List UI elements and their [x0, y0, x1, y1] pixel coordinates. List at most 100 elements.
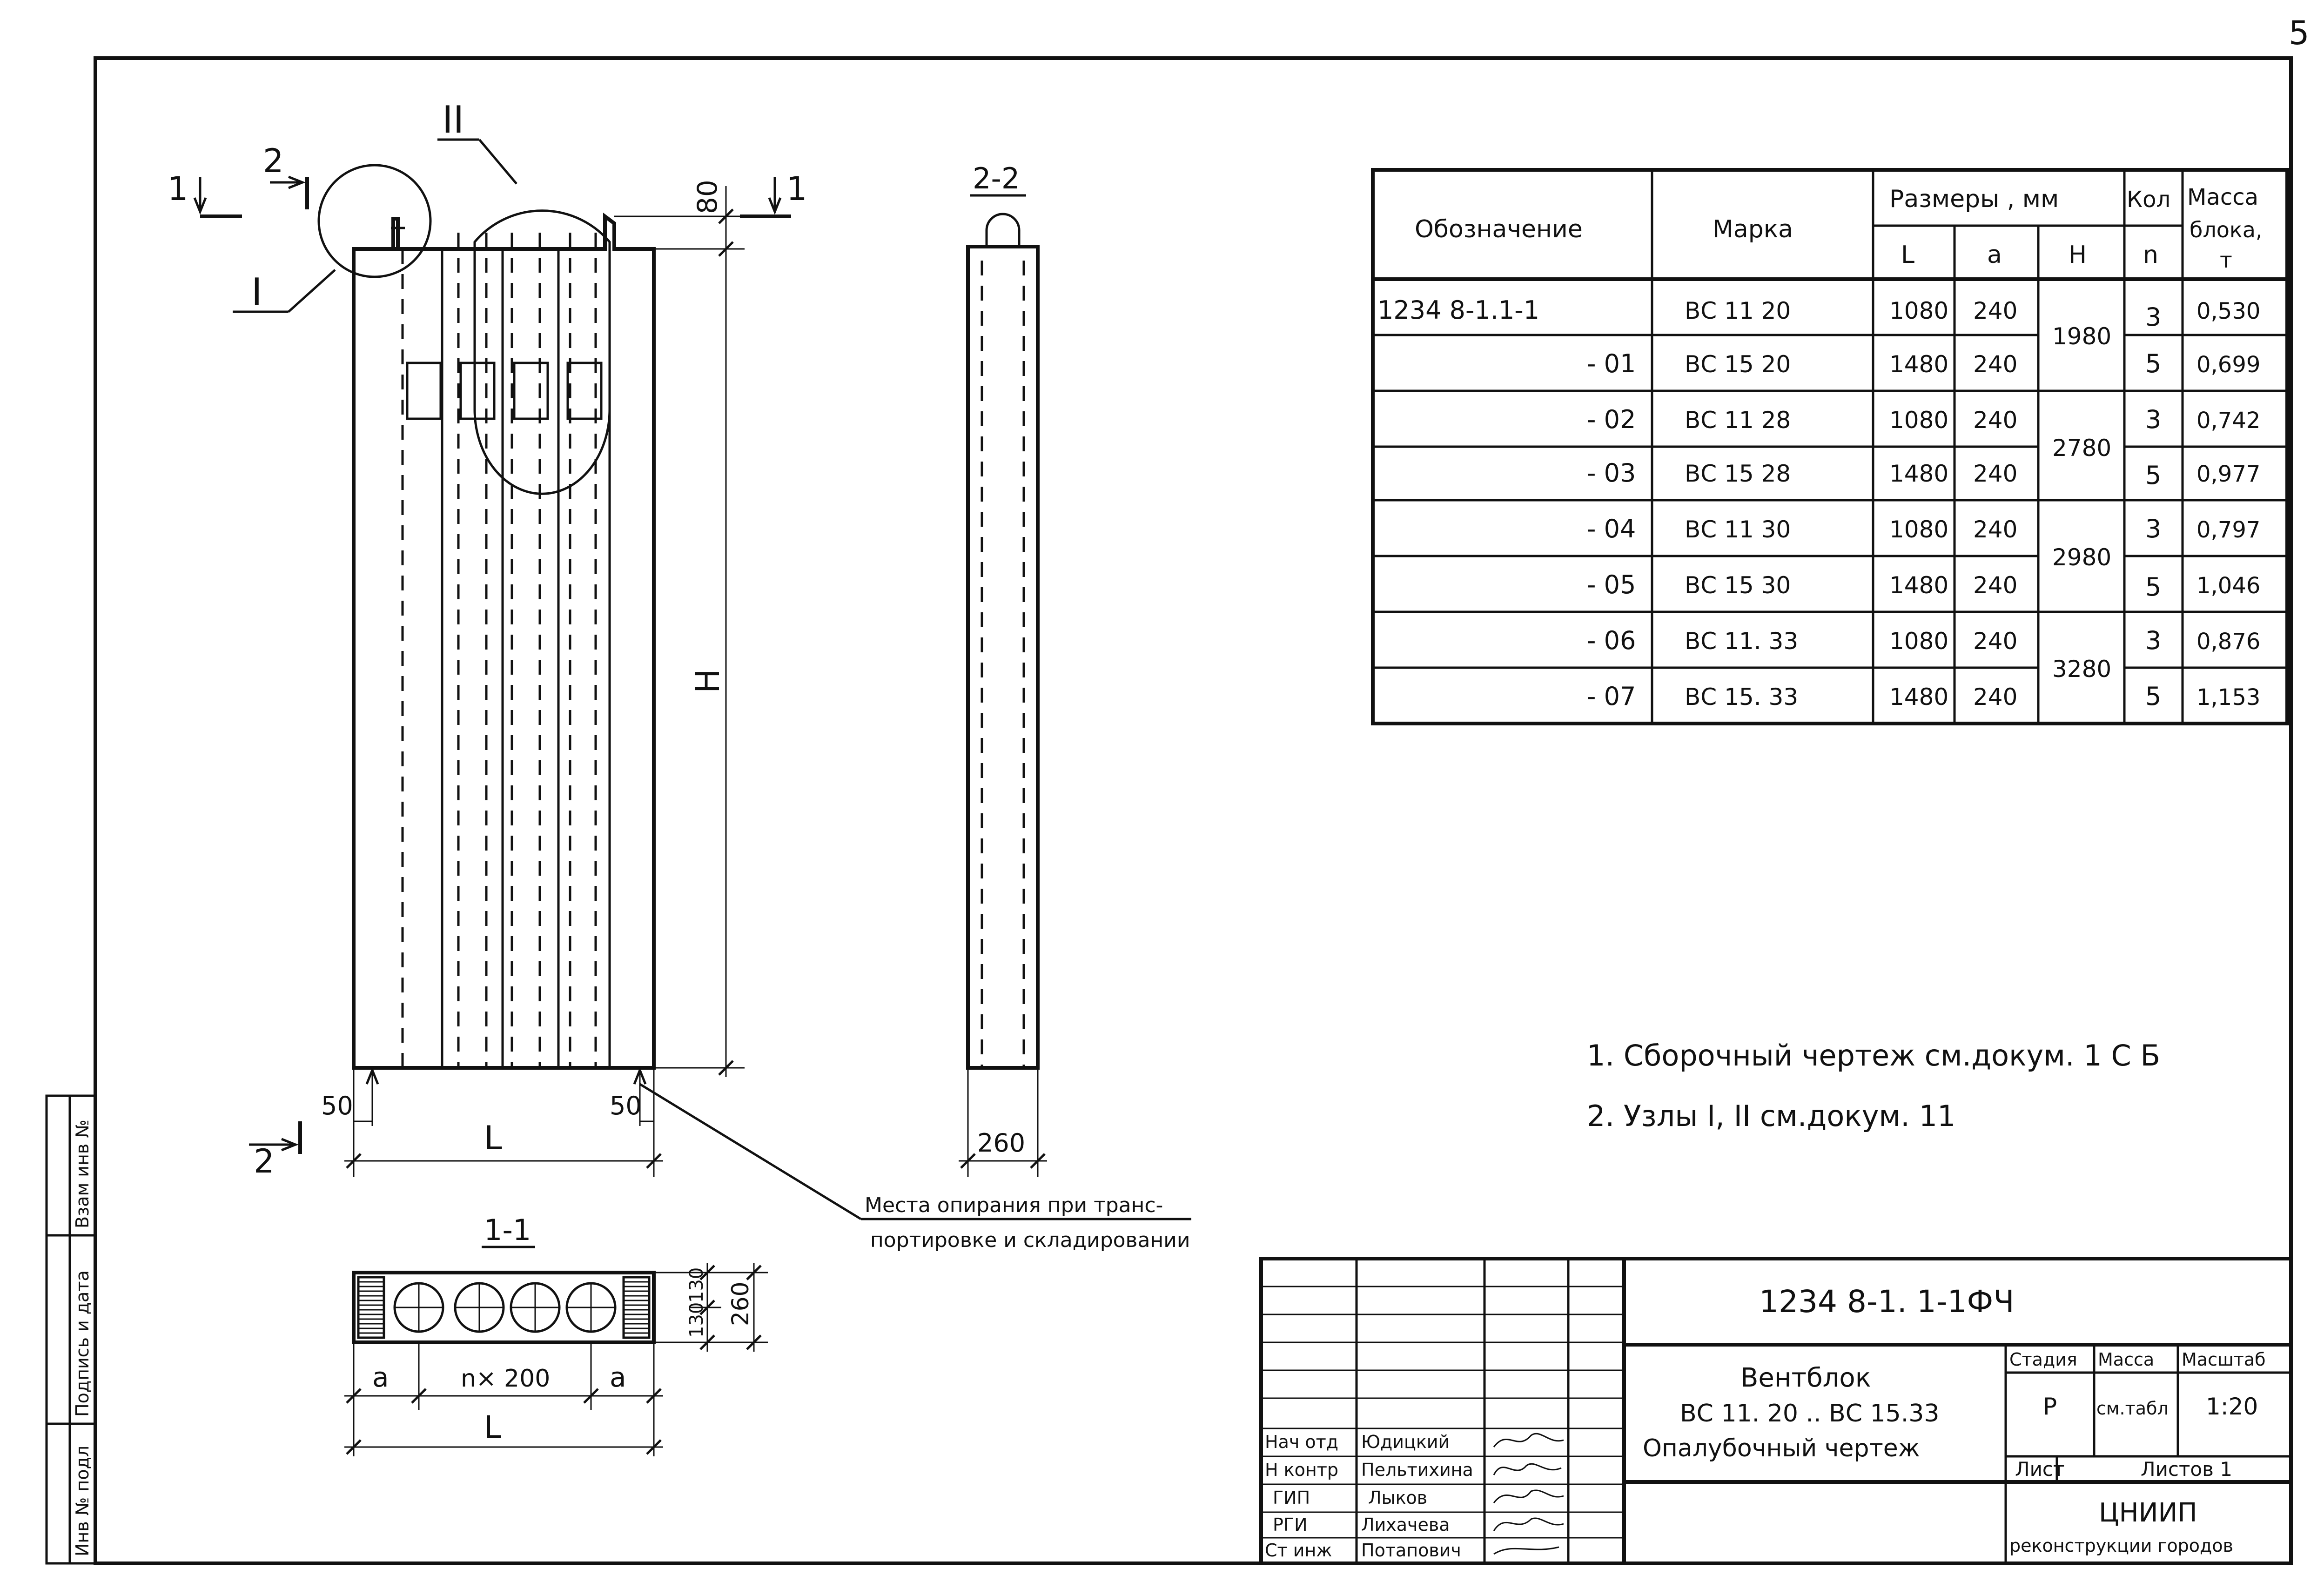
scale-label: Масштаб	[2182, 1349, 2266, 1370]
svg-text:1480: 1480	[1889, 572, 1948, 599]
title-name-2: ВС 11. 20 .. ВС 15.33	[1680, 1400, 1939, 1427]
cut-1-left-label: 1	[168, 170, 188, 208]
svg-text:1,153: 1,153	[2196, 684, 2260, 710]
section-2-2: 2-2 260	[959, 161, 1047, 1177]
support-note-line2: портировке и складировании	[870, 1228, 1190, 1252]
svg-text:240: 240	[1973, 628, 2017, 655]
svg-text:РГИ: РГИ	[1273, 1515, 1308, 1535]
support-note-line1: Места опирания при транс-	[865, 1193, 1163, 1217]
svg-text:- 05: - 05	[1587, 570, 1636, 599]
svg-text:Нач отд: Нач отд	[1265, 1432, 1338, 1452]
th-n: n	[2143, 241, 2158, 269]
sheets-label: Листов 1	[2141, 1458, 2232, 1481]
table-row: - 07 ВС 15. 33 1480 240 5 1,153	[1587, 682, 2260, 711]
svg-text:ВС 11. 33: ВС 11. 33	[1685, 628, 1798, 655]
node-1-label: I	[251, 270, 262, 314]
svg-text:5: 5	[2145, 682, 2161, 711]
svg-text:0,530: 0,530	[2196, 298, 2260, 324]
svg-text:- 06: - 06	[1587, 626, 1636, 655]
dim-a-left: a	[372, 1361, 389, 1393]
th-mass-unit: т	[2220, 248, 2232, 273]
stamp-sign-date: Подпись и дата	[72, 1270, 93, 1417]
svg-text:0,977: 0,977	[2196, 461, 2260, 487]
page-number: 5	[2289, 14, 2310, 52]
dim-80: 80	[692, 180, 723, 214]
svg-text:0,876: 0,876	[2196, 629, 2260, 655]
svg-text:5: 5	[2145, 461, 2161, 490]
svg-text:ВС 11 30: ВС 11 30	[1685, 516, 1791, 543]
svg-text:Пельтихина: Пельтихина	[1361, 1460, 1473, 1480]
svg-text:ГИП: ГИП	[1273, 1488, 1310, 1508]
th-mass: Масса	[2187, 184, 2258, 210]
h-group-4: 3280	[2052, 656, 2111, 683]
svg-text:0,797: 0,797	[2196, 517, 2260, 543]
svg-text:0,742: 0,742	[2196, 408, 2260, 434]
svg-text:ВС 15 20: ВС 15 20	[1685, 351, 1791, 378]
table-row: - 03 ВС 15 28 1480 240 5 0,977	[1587, 458, 2260, 490]
th-sizes: Размеры , мм	[1889, 185, 2059, 213]
svg-text:3: 3	[2145, 626, 2161, 655]
dim-a-right: a	[610, 1361, 626, 1393]
sheet-frame	[94, 56, 2293, 1565]
dim-50-right: 50	[610, 1091, 642, 1120]
title-name-1: Вентблок	[1740, 1363, 1871, 1393]
stamp-replace: Взам инв №	[72, 1119, 93, 1228]
svg-text:ВС 15 28: ВС 15 28	[1685, 460, 1791, 487]
doc-code: 1234 8-1. 1-1ФЧ	[1759, 1284, 2015, 1320]
svg-text:Потапович: Потапович	[1361, 1540, 1461, 1561]
mass-value: см.табл	[2096, 1398, 2169, 1419]
th-mass2: блока,	[2190, 217, 2263, 242]
svg-text:1480: 1480	[1889, 684, 1948, 710]
svg-text:- 07: - 07	[1587, 682, 1636, 711]
table-row: 1234 8-1.1-1 ВС 11 20 1080 240 3 0,530	[1377, 295, 2260, 332]
svg-text:ВС 11 28: ВС 11 28	[1685, 407, 1791, 434]
svg-text:240: 240	[1973, 297, 2017, 324]
dim-260-section: 260	[727, 1282, 754, 1326]
note-1: 1. Сборочный чертеж см.докум. 1 С Б	[1587, 1039, 2160, 1072]
dim-l-section: L	[484, 1409, 501, 1445]
svg-text:3: 3	[2145, 405, 2161, 434]
svg-text:Ст инж: Ст инж	[1265, 1540, 1332, 1561]
signature-marks	[1493, 1433, 1564, 1555]
spec-table: Обозначение Марка Размеры , мм L a H Кол…	[1371, 168, 2289, 725]
svg-text:1080: 1080	[1889, 407, 1948, 434]
th-l: L	[1901, 241, 1914, 269]
dim-50-left: 50	[321, 1091, 353, 1120]
front-dimensions: 80 H L 50 50	[321, 180, 1191, 1220]
svg-text:1,046: 1,046	[2196, 573, 2260, 599]
table-row: - 06 ВС 11. 33 1080 240 3 0,876	[1587, 626, 2260, 655]
th-qty: Кол	[2127, 187, 2170, 213]
h-group-2: 2780	[2052, 435, 2111, 462]
svg-text:240: 240	[1973, 572, 2017, 599]
svg-text:1080: 1080	[1889, 628, 1948, 655]
org-name-2: реконструкции городов	[2009, 1535, 2233, 1556]
dim-130-bottom: 130	[686, 1302, 707, 1338]
sheet-label: Лист	[2015, 1458, 2064, 1481]
section-2-2-title: 2-2	[973, 161, 1020, 195]
stage-value: Р	[2043, 1393, 2057, 1420]
org-name-1: ЦНИИП	[2099, 1498, 2197, 1528]
svg-text:240: 240	[1973, 460, 2017, 487]
svg-text:- 04: - 04	[1587, 514, 1636, 543]
svg-text:3: 3	[2145, 302, 2161, 332]
svg-text:0,699: 0,699	[2196, 352, 2260, 378]
svg-text:Н контр: Н контр	[1265, 1460, 1338, 1480]
scale-value: 1:20	[2206, 1393, 2258, 1420]
table-row: - 04 ВС 11 30 1080 240 3 0,797	[1587, 514, 2260, 543]
svg-text:ВС 15. 33: ВС 15. 33	[1685, 684, 1798, 710]
svg-text:1480: 1480	[1889, 460, 1948, 487]
th-mark: Марка	[1713, 215, 1793, 243]
front-view: I II	[233, 98, 656, 1070]
svg-text:Юдицкий: Юдицкий	[1361, 1432, 1450, 1452]
table-row: - 02 ВС 11 28 1080 240 3 0,742	[1587, 405, 2260, 434]
mass-label: Масса	[2098, 1349, 2154, 1370]
dim-130-top: 130	[686, 1267, 707, 1303]
dim-n200: n× 200	[461, 1365, 550, 1393]
section-1-1-title: 1-1	[484, 1213, 531, 1247]
svg-text:- 02: - 02	[1587, 405, 1636, 434]
table-row: - 01 ВС 15 20 1480 240 5 0,699	[1587, 349, 2260, 378]
svg-text:240: 240	[1973, 407, 2017, 434]
dim-h: H	[689, 669, 727, 693]
cut-1-right-label: 1	[786, 170, 807, 208]
table-row: - 05 ВС 15 30 1480 240 5 1,046	[1587, 570, 2260, 602]
